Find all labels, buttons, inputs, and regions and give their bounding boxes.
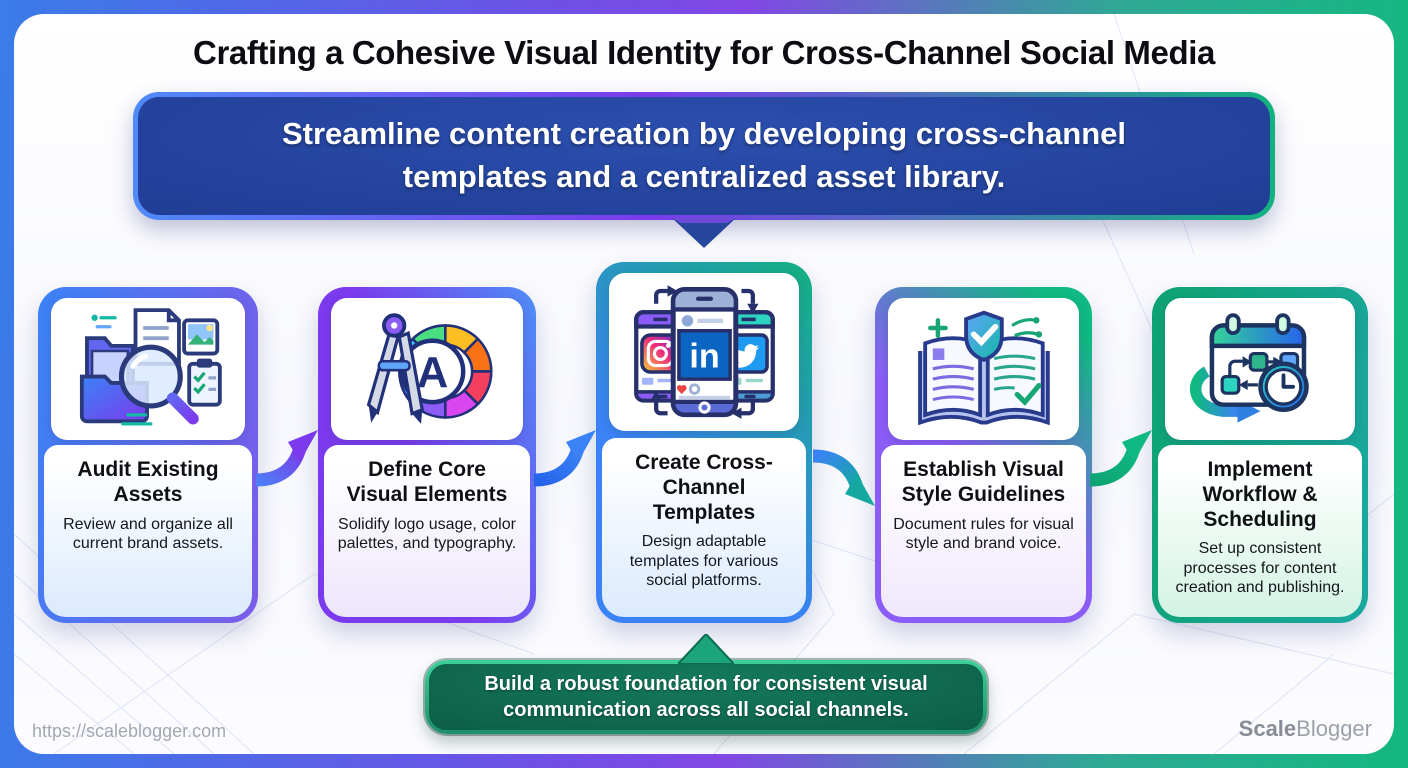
top-banner: Streamline content creation by developin…: [133, 92, 1275, 220]
book-shield-check-icon: [917, 310, 1050, 426]
bottom-banner-line2: communication across all social channels…: [503, 699, 909, 721]
step-description: Solidify logo usage, color palettes, and…: [337, 515, 517, 553]
step-title: Audit Existing Assets: [77, 458, 219, 506]
card-body: Establish Visual Style Guidelines Docume…: [881, 445, 1086, 617]
step-description: Design adaptable templates for various s…: [629, 533, 779, 590]
card-body: Audit Existing Assets Review and organiz…: [44, 445, 252, 617]
card-body: Implement Workflow & Scheduling Set up c…: [1158, 445, 1362, 617]
step-title: Define Core Visual Elements: [346, 458, 508, 506]
up-arrow-icon: [678, 634, 734, 664]
card-body: Define Core Visual Elements Solidify log…: [324, 445, 530, 617]
heart-icon: [676, 384, 687, 394]
step-card-define-core-visual-elements: A Define Core Visual Elements Solidify l…: [318, 287, 536, 623]
step-description: Set up consistent processes for content …: [1175, 540, 1345, 597]
step-title: Implement Workflow & Scheduling: [1202, 458, 1318, 531]
icon-box: [888, 298, 1079, 440]
infographic-panel: Crafting a Cohesive Visual Identity for …: [14, 14, 1394, 754]
step-card-audit-existing-assets: Audit Existing Assets Review and organiz…: [38, 287, 258, 623]
flow-arrow-icon-1: [255, 430, 318, 487]
brand-logo-light: Blogger: [1296, 716, 1372, 741]
icon-box: [1165, 298, 1355, 440]
bottom-banner-text: Build a robust foundation for consistent…: [429, 664, 983, 730]
audit-assets-icon: [79, 308, 222, 426]
step-title: Create Cross-Channel Templates: [635, 451, 773, 524]
icon-box: A: [331, 298, 523, 440]
calendar-clock-workflow-icon: [1189, 313, 1309, 423]
top-banner-text: Streamline content creation by developin…: [138, 97, 1270, 215]
top-banner-line2: templates and a centralized asset librar…: [402, 159, 1006, 194]
instagram-icon: [639, 333, 681, 374]
top-banner-line1: Streamline content creation by developin…: [281, 116, 1127, 152]
typography-letter: A: [416, 349, 447, 397]
card-body: Create Cross-Channel Templates Design ad…: [602, 438, 806, 617]
step-card-establish-visual-style-guidelines: Establish Visual Style Guidelines Docume…: [875, 287, 1092, 623]
linkedin-label: in: [689, 338, 719, 376]
flow-arrow-icon-3: [812, 449, 875, 506]
brand-logo-bold: Scale: [1238, 716, 1297, 741]
linkedin-phone: in: [670, 286, 738, 418]
icon-box: in: [609, 273, 799, 431]
compass-color-wheel-icon: A: [366, 313, 493, 424]
step-card-implement-workflow-scheduling: Implement Workflow & Scheduling Set up c…: [1152, 287, 1368, 623]
step-title: Establish Visual Style Guidelines: [901, 458, 1066, 506]
bottom-banner-line1: Build a robust foundation for consistent…: [484, 672, 928, 695]
step-card-create-cross-channel-templates: in: [596, 262, 812, 623]
bottom-banner: Build a robust foundation for consistent…: [425, 634, 987, 734]
icon-box: [51, 298, 245, 440]
cycle-arrows-icon: [653, 288, 755, 416]
step-description: Review and organize all current brand as…: [63, 515, 233, 553]
page-title: Crafting a Cohesive Visual Identity for …: [193, 34, 1215, 71]
phones-social-platforms-icon: in: [633, 285, 775, 419]
down-arrow-icon: [672, 218, 736, 248]
flow-arrow-icon-4: [1089, 430, 1152, 487]
step-description: Document rules for visual style and bran…: [893, 515, 1074, 553]
linkedin-icon: in: [676, 328, 732, 381]
brand-logo: ScaleBlogger: [1239, 716, 1372, 742]
flow-arrow-icon-2: [533, 430, 596, 487]
footer-url: https://scaleblogger.com: [32, 721, 227, 741]
